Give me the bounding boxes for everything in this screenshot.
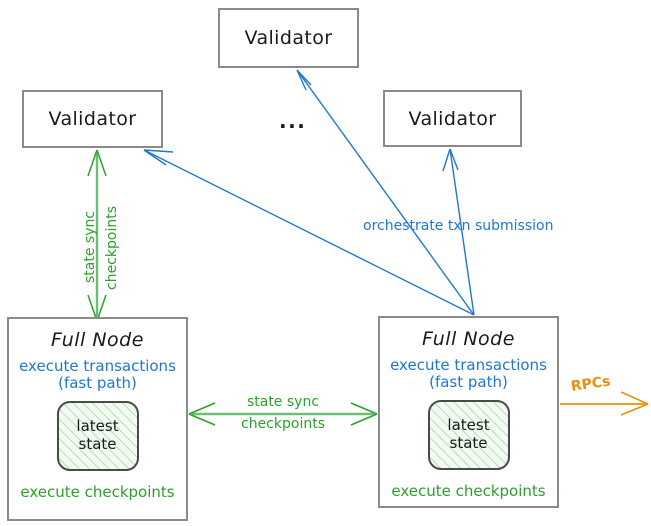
full-node-right-state-line2: state <box>449 433 488 452</box>
arrow-rpcs <box>560 391 649 416</box>
full-node-right-execute-line2: (fast path) <box>429 372 508 391</box>
state-sync-vertical-label-line2: checkpoints <box>104 206 120 290</box>
full-node-left-execute-line2: (fast path) <box>58 373 137 392</box>
state-sync-horizontal-label-line1: state sync <box>246 394 320 410</box>
full-node-left-state-line1: latest <box>76 416 119 435</box>
full-node-left-execute: execute transactions (fast path) <box>19 358 176 392</box>
validator-top-label: Validator <box>244 27 333 49</box>
full-node-right-state-line1: latest <box>447 415 490 434</box>
full-node-left-execute-line1: execute transactions <box>19 357 176 375</box>
validator-box-top[interactable]: Validator <box>218 8 359 68</box>
validator-left-label: Validator <box>48 108 137 130</box>
validators-ellipsis: ... <box>279 109 307 133</box>
state-sync-vertical-label-line1: state sync <box>82 210 98 283</box>
full-node-left-state-line2: state <box>78 434 117 453</box>
full-node-right-execute-line1: execute transactions <box>390 356 547 374</box>
full-node-left-title: Full Node <box>51 329 144 351</box>
validator-box-right[interactable]: Validator <box>383 90 522 147</box>
full-node-left-latest-state: latest state <box>56 400 139 471</box>
full-node-right-latest-state: latest state <box>427 399 510 470</box>
state-sync-horizontal-label-line2: checkpoints <box>241 416 325 432</box>
validator-right-label: Validator <box>408 107 497 130</box>
full-node-right-title: Full Node <box>422 328 515 350</box>
full-node-right-checkpoints: execute checkpoints <box>391 481 546 500</box>
validator-box-left[interactable]: Validator <box>22 90 163 148</box>
rpcs-label: RPCs <box>570 373 612 395</box>
full-node-right-execute: execute transactions (fast path) <box>390 357 547 391</box>
full-node-box-right[interactable]: Full Node execute transactions (fast pat… <box>378 316 559 508</box>
full-node-box-left[interactable]: Full Node execute transactions (fast pat… <box>7 317 188 521</box>
orchestrate-label: orchestrate txn submission <box>363 218 554 234</box>
full-node-left-checkpoints: execute checkpoints <box>20 482 175 501</box>
